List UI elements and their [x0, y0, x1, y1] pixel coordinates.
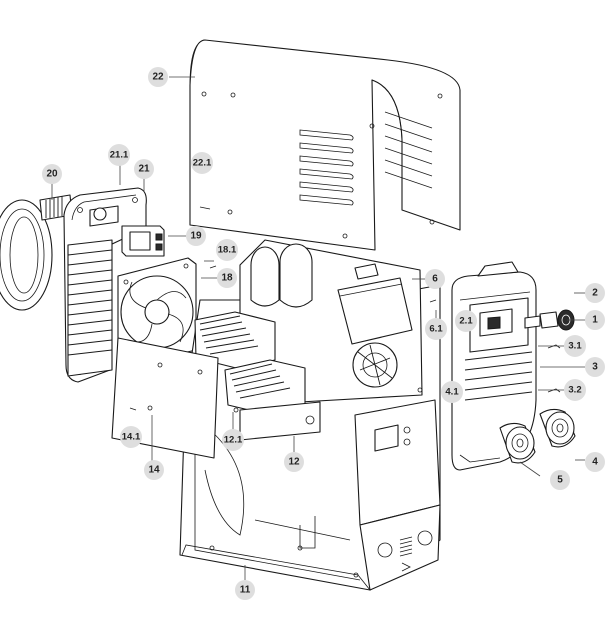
callout-2: 2 [585, 283, 605, 303]
knob-part-1 [539, 309, 575, 331]
callout-12: 12 [284, 452, 304, 472]
svg-text:3: 3 [592, 362, 598, 373]
top-cover-part-22 [189, 39, 461, 251]
leader-lines [51, 76, 590, 580]
socket-part-5 [499, 422, 536, 464]
igbt-heatsink-part-12 [194, 311, 321, 441]
callout-4: 4 [585, 452, 605, 472]
svg-text:3.1: 3.1 [568, 341, 582, 352]
svg-text:19: 19 [190, 231, 202, 242]
svg-text:5: 5 [557, 475, 563, 486]
callout-22-1: 22.1 [191, 152, 213, 174]
callout-21-1: 21.1 [108, 144, 130, 166]
callout-14-1: 14.1 [120, 426, 142, 448]
callout-19: 19 [186, 226, 206, 246]
callout-3-2: 3.2 [564, 379, 586, 401]
svg-text:12: 12 [288, 457, 300, 468]
callout-1: 1 [585, 310, 605, 330]
svg-text:14: 14 [148, 465, 160, 476]
callout-22: 22 [148, 67, 168, 87]
socket-part-4 [539, 408, 576, 448]
screws [209, 265, 561, 393]
main-board-part-6 [239, 239, 423, 403]
svg-text:6.1: 6.1 [429, 324, 443, 335]
svg-text:3.2: 3.2 [568, 385, 581, 396]
callout-20: 20 [42, 164, 62, 184]
rear-heatsink [67, 239, 113, 377]
svg-text:11: 11 [240, 585, 251, 596]
svg-text:14.1: 14.1 [122, 432, 141, 443]
callout-6-1: 6.1 [425, 318, 447, 340]
switch-part-19 [121, 225, 165, 257]
svg-text:18: 18 [221, 273, 233, 284]
svg-text:12.1: 12.1 [224, 435, 243, 446]
svg-text:1: 1 [592, 315, 598, 326]
callout-12-1: 12.1 [222, 429, 244, 451]
svg-text:21.1: 21.1 [110, 150, 129, 161]
svg-text:2.1: 2.1 [459, 316, 473, 327]
svg-text:18.1: 18.1 [218, 245, 237, 256]
svg-text:22: 22 [152, 72, 164, 83]
callout-21: 21 [134, 159, 154, 179]
front-panel-part-3 [451, 261, 541, 471]
svg-text:21: 21 [138, 164, 150, 175]
callout-6: 6 [425, 269, 445, 289]
callout-2-1: 2.1 [455, 310, 477, 332]
svg-text:6: 6 [432, 274, 438, 285]
svg-text:4: 4 [592, 457, 598, 468]
callout-3-1: 3.1 [564, 335, 586, 357]
callout-4-1: 4.1 [441, 381, 463, 403]
svg-text:2: 2 [592, 288, 598, 299]
cover-louvers-front [299, 129, 354, 206]
callout-18-1: 18.1 [216, 239, 238, 261]
callout-14: 14 [144, 460, 164, 480]
callout-11: 11 [235, 580, 255, 600]
svg-text:4.1: 4.1 [445, 387, 459, 398]
callout-5: 5 [550, 470, 570, 490]
cover-louvers-side [384, 111, 433, 189]
cable-coil-part-20 [0, 194, 73, 311]
svg-text:22.1: 22.1 [193, 158, 212, 169]
aux-board-part-14 [111, 337, 219, 459]
callouts: 22 22.1 21.1 21 20 19 18.1 18 [42, 67, 605, 600]
svg-text:20: 20 [46, 169, 58, 180]
callout-3: 3 [585, 357, 605, 377]
callout-18: 18 [217, 268, 237, 288]
